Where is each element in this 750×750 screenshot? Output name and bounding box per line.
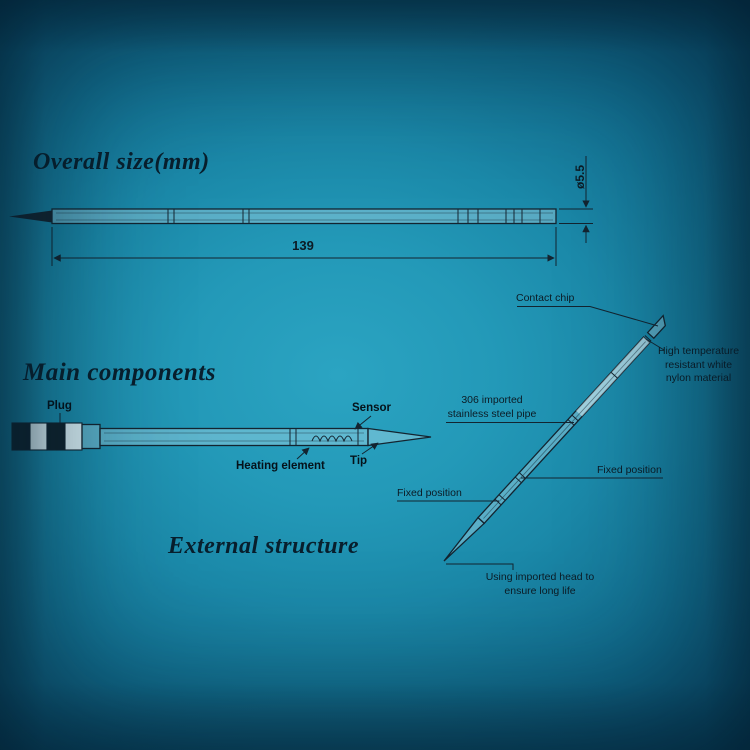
external-drawing [397, 306, 667, 570]
tip-label: Tip [350, 455, 368, 467]
contact-chip-label: Contact chip [516, 292, 575, 304]
diameter-dimension-label: ø5.5 [573, 165, 587, 190]
plug-label: Plug [47, 400, 72, 412]
head-note-label: Using imported head to ensure long life [485, 571, 595, 597]
fixed-position-lower-label: Fixed position [397, 487, 462, 499]
fixed-position-upper-label: Fixed position [597, 464, 662, 476]
length-dimension-label: 139 [292, 238, 314, 253]
contact-chip-part [646, 314, 667, 340]
heating-element-label: Heating element [236, 460, 325, 472]
external-structure-title: External structure [168, 533, 360, 559]
sensor-label: Sensor [352, 402, 391, 414]
components-drawing [11, 413, 432, 460]
main-components-title: Main components [23, 359, 216, 386]
overall-size-title: Overall size(mm) [33, 149, 210, 175]
steel-pipe-label: 306 imported stainless steel pipe [447, 394, 537, 420]
nylon-material-label: High temperature resistant white nylon m… [657, 345, 740, 384]
